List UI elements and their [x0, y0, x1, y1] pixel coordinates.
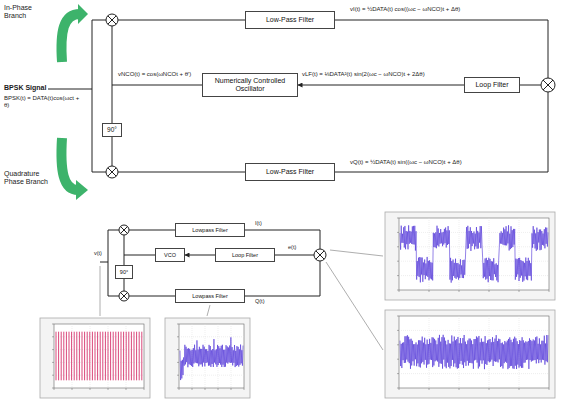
phase-shift-box: 90°: [115, 265, 133, 279]
box-text: 90°: [107, 126, 117, 133]
filter-box: Lowpass Filter: [175, 223, 245, 237]
waveform: [400, 225, 548, 282]
leader-line: [326, 262, 383, 350]
plot-frame: [165, 318, 250, 398]
wire: [275, 255, 314, 256]
signal-name: I(t): [255, 220, 262, 227]
leader-line: [207, 305, 210, 316]
mixer-symbol: [106, 166, 118, 178]
waveform: [400, 335, 548, 369]
scope-plot: [165, 318, 250, 398]
filter-box: Low-Pass Filter: [245, 11, 335, 29]
box-text: 90°: [120, 269, 128, 275]
box-text: Loop Filter: [475, 81, 508, 89]
oscillator-box: VCO: [155, 248, 185, 262]
filter-box: Loop Filter: [464, 77, 520, 93]
mixer-symbol: [314, 249, 326, 261]
plot-grid: [54, 324, 144, 388]
plot-grid: [179, 324, 244, 388]
signal-formula: vI(t) = ½DATA(t) cos((ωc − ωNCO)t + Δθ): [350, 6, 460, 13]
signal-name: v(t): [94, 250, 102, 257]
filter-box: Lowpass Filter: [175, 289, 245, 303]
box-text: Low-Pass Filter: [266, 168, 314, 176]
branch-arrows: [61, 4, 88, 200]
wires: [48, 20, 548, 296]
mixer-symbol: [119, 291, 129, 301]
oscillator-box: Numerically Controlled Oscillator: [202, 73, 298, 97]
signal-name: Q(t): [255, 298, 264, 305]
wire: [92, 20, 106, 172]
phase-shift-box: 90°: [102, 123, 122, 137]
mixer-symbol: [119, 225, 129, 235]
signal-formula: vNCO(t) = cos(ωNCOt + θ′): [118, 71, 191, 78]
branch-arrowhead: [76, 180, 88, 200]
scope-plot: [385, 212, 555, 300]
plot-ticks: [397, 218, 549, 292]
signal-name: e(t): [288, 244, 296, 251]
filter-box: Loop Filter: [215, 248, 275, 262]
connector: [112, 85, 202, 123]
plot-grid: [399, 316, 549, 388]
signal-formula: vQ(t) = ½DATA(t) sin((ωc − ωNCO)t + Δθ): [350, 159, 462, 166]
branch-arrow: [61, 14, 80, 62]
wire: [100, 230, 119, 296]
waveform: [56, 332, 142, 381]
connector: [298, 85, 464, 86]
leader-line: [100, 266, 101, 316]
scope-plot: [40, 318, 150, 398]
box-text: VCO: [164, 252, 176, 258]
plot-axes: [179, 324, 244, 388]
connector: [124, 255, 155, 265]
plot-frame: [385, 310, 555, 398]
branch-label: In-Phase Branch: [4, 4, 56, 21]
plot-axes: [399, 218, 549, 290]
signal-formula: vLF(t) = ⅛DATA²(t) sin(2(ωc − ωNCO)t + 2…: [302, 71, 425, 78]
branch-label: Quadrature Phase Branch: [4, 170, 60, 187]
box-text: Loop Filter: [232, 252, 258, 258]
mixers: [106, 14, 555, 301]
signal-name: BPSK Signal: [4, 84, 46, 92]
box-text: Low-Pass Filter: [266, 16, 314, 24]
leader-line: [330, 250, 383, 256]
plot-grid: [399, 218, 549, 290]
box-text: Lowpass Filter: [192, 227, 227, 233]
plot-ticks: [52, 324, 144, 390]
wire: [118, 92, 548, 172]
wire: [48, 89, 92, 90]
box-text: Lowpass Filter: [192, 293, 227, 299]
plot-frame: [385, 212, 555, 300]
plot-ticks: [177, 324, 244, 390]
plot-ticks: [397, 316, 549, 390]
mixer-symbol: [541, 78, 555, 92]
connector: [185, 255, 215, 256]
waveform: [180, 337, 243, 380]
mixer-symbol: [106, 14, 118, 26]
plot-axes: [54, 324, 144, 388]
scope-plot: [385, 310, 555, 398]
branch-arrowhead: [78, 4, 88, 24]
scope-plots: [40, 212, 555, 398]
box-text: Numerically Controlled Oscillator: [205, 77, 295, 93]
signal-formula: BPSK(t) = DATA(t)cos(ωct + θ): [4, 95, 84, 109]
wire: [520, 85, 541, 86]
filter-box: Low-Pass Filter: [245, 163, 335, 181]
plot-axes: [399, 316, 549, 388]
plot-frame: [40, 318, 150, 398]
branch-arrow: [61, 138, 78, 190]
